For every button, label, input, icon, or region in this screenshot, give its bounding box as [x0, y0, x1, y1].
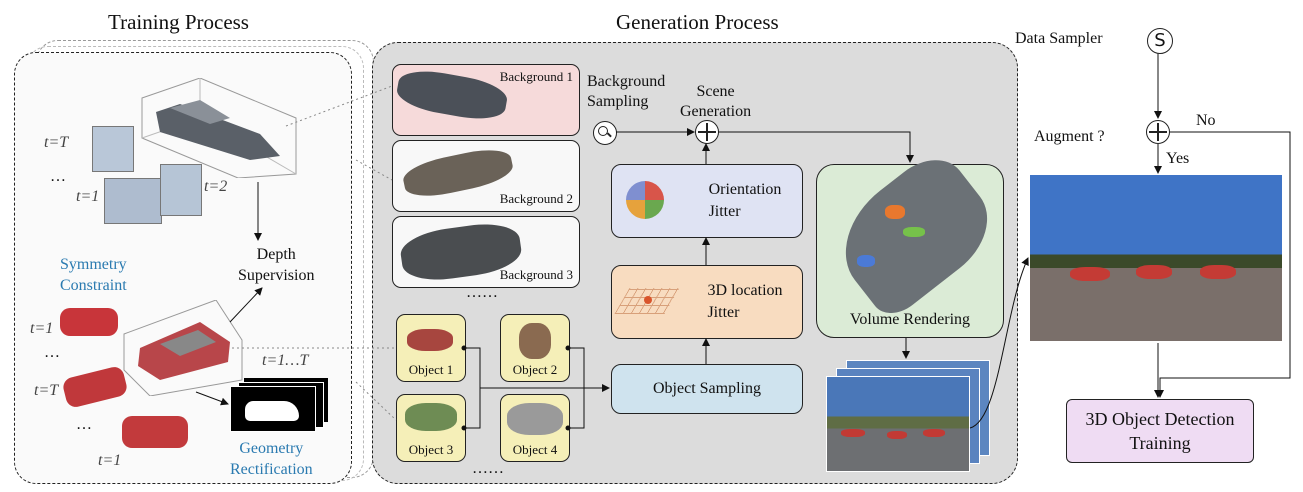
label-t-2: t=2	[204, 178, 228, 195]
search-icon	[593, 121, 617, 145]
generation-process-title: Generation Process	[616, 10, 779, 34]
car-crop-t-1a	[60, 308, 118, 336]
label-t-range: t=1…T	[262, 352, 309, 369]
depth-supervision-label: Depth Supervision	[238, 246, 315, 284]
label-t-T-mid: t=T	[34, 382, 59, 399]
location-dot-icon	[644, 296, 652, 304]
background-1-label: Background 1	[499, 69, 573, 84]
background-1-box: Background 1	[392, 64, 580, 136]
orientation-sphere-icon	[626, 181, 664, 219]
ellipsis-top: …	[50, 168, 66, 185]
data-sampler-label: Data Sampler	[1015, 30, 1103, 47]
scene-generation-label: Scene Generation	[680, 83, 752, 120]
camera-frame-t-2	[160, 164, 202, 216]
detection-training-subtitle: Training	[1129, 433, 1191, 453]
detection-training-title: 3D Object Detection	[1085, 409, 1235, 429]
ellipsis-low: …	[76, 416, 92, 433]
object-3-box: Object 3	[396, 394, 466, 462]
augment-label: Augment ?	[1034, 128, 1105, 145]
object-ellipsis: ……	[472, 460, 504, 477]
background-ellipsis: ……	[466, 284, 498, 301]
location-jitter-title: 3D location	[707, 282, 783, 299]
orientation-jitter-title: Orientation	[708, 181, 782, 198]
background-2-label: Background 2	[499, 191, 573, 206]
object-sampling-label: Object Sampling	[653, 380, 761, 397]
label-t-1-top: t=1	[76, 188, 100, 205]
object-1-box: Object 1	[396, 314, 466, 382]
orientation-jitter-subtitle: Jitter	[708, 203, 741, 220]
camera-frame-t-1	[104, 178, 162, 224]
ellipsis-mid: …	[44, 344, 60, 361]
augment-plus-icon	[1146, 120, 1170, 144]
volume-rendering-box: Volume Rendering	[816, 144, 1007, 338]
label-t-1b: t=1	[98, 452, 122, 469]
yes-label: Yes	[1166, 150, 1190, 167]
background-3-box: Background 3	[392, 216, 580, 288]
location-jitter-box: 3D location Jitter	[611, 265, 803, 339]
object-4-box: Object 4	[500, 394, 570, 462]
background-3-label: Background 3	[499, 267, 573, 282]
silhouette-mask	[230, 386, 316, 432]
volume-rendering-label: Volume Rendering	[849, 311, 971, 328]
detection-training-box: 3D Object Detection Training	[1066, 399, 1254, 463]
background-2-box: Background 2	[392, 140, 580, 212]
augmented-scene-image	[1030, 175, 1282, 341]
camera-frame-t-T	[92, 126, 134, 172]
training-process-title: Training Process	[108, 10, 249, 34]
symmetry-constraint-label: Symmetry Constraint	[60, 256, 127, 294]
no-label: No	[1196, 112, 1216, 129]
object-2-box: Object 2	[500, 314, 570, 382]
label-t-T-top: t=T	[44, 134, 69, 151]
car-crop-t-1b	[122, 416, 188, 448]
location-jitter-subtitle: Jitter	[707, 304, 740, 321]
orientation-jitter-box: Orientation Jitter	[611, 164, 803, 238]
sampler-icon: S	[1147, 28, 1173, 54]
object-1-label: Object 1	[408, 362, 454, 377]
object-sampling-box: Object Sampling	[611, 364, 803, 414]
label-t-1a: t=1	[30, 320, 54, 337]
object-2-label: Object 2	[512, 362, 558, 377]
object-3-label: Object 3	[408, 442, 454, 457]
pointcloud-car-top	[140, 77, 298, 179]
object-3d-box	[120, 299, 246, 397]
geometry-rectification-label: Geometry Rectification	[230, 440, 313, 478]
object-4-label: Object 4	[512, 442, 558, 457]
rendered-scene-image	[826, 376, 970, 472]
background-sampling-label: Background Sampling	[587, 73, 666, 110]
